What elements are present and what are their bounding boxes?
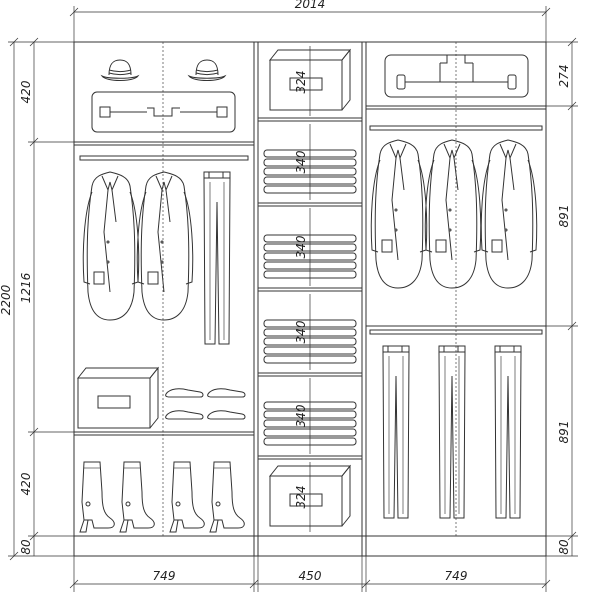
trousers-icon: [438, 345, 466, 519]
left-top-label: 420: [19, 80, 33, 103]
boots-icon: [79, 461, 115, 533]
right-section: [366, 54, 546, 519]
center-box-bottom-label: 324: [294, 486, 308, 509]
right-lower-label: 891: [557, 421, 571, 444]
shoes-icon: [207, 410, 246, 420]
jacket-icon: [136, 171, 194, 321]
center-width-label: 450: [299, 569, 322, 583]
jacket-icon: [424, 139, 482, 289]
shoes-icon: [165, 388, 204, 398]
storage-box-icon: [77, 367, 159, 429]
boots-icon: [119, 461, 155, 533]
jacket-icon: [82, 171, 140, 321]
trousers-icon: [382, 345, 410, 519]
left-section: [74, 59, 254, 533]
left-width-label: 749: [153, 569, 176, 583]
suitcase-icon: [384, 54, 529, 98]
center-shelf-4-label: 340: [294, 404, 308, 427]
total-width-label: 2014: [295, 0, 326, 11]
right-top-label: 274: [557, 65, 571, 88]
hat-icon: [101, 59, 139, 81]
dimension-labels: 2014 749 450 749 2200 420 1216 420 80 27…: [0, 0, 571, 583]
trousers-icon: [494, 345, 522, 519]
jacket-icon: [480, 139, 538, 289]
center-shelf-2-label: 340: [294, 235, 308, 258]
trousers-icon: [203, 171, 231, 345]
boots-icon: [209, 461, 245, 533]
center-shelf-1-label: 340: [294, 150, 308, 173]
center-section: [258, 49, 362, 527]
left-bottom-label: 420: [19, 472, 33, 495]
center-box-top-label: 324: [294, 71, 308, 94]
left-hang-label: 1216: [19, 272, 33, 303]
dimension-lines: [8, 6, 578, 592]
shoes-icon: [165, 410, 204, 420]
right-width-label: 749: [445, 569, 468, 583]
jacket-icon: [370, 139, 428, 289]
suitcase-icon: [91, 91, 236, 133]
shoes-icon: [207, 388, 246, 398]
boots-icon: [169, 461, 205, 533]
total-height-label: 2200: [0, 284, 13, 315]
center-shelf-3-label: 340: [294, 320, 308, 343]
right-upper-label: 891: [557, 205, 571, 228]
wardrobe-frame: [73, 41, 547, 557]
left-plinth-label: 80: [19, 539, 33, 555]
right-plinth-label: 80: [557, 539, 571, 555]
hat-icon: [188, 59, 226, 81]
